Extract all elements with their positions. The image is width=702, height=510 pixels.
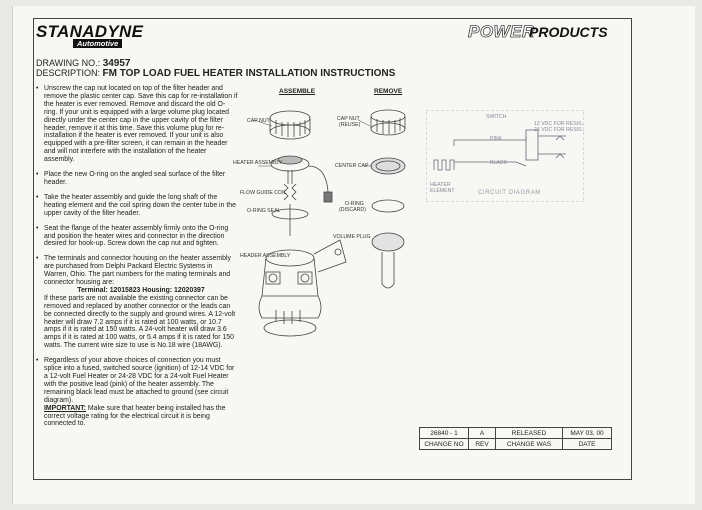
remove-heading: REMOVE xyxy=(374,88,403,95)
drawing-number-value: 34957 xyxy=(102,58,131,69)
change-no-value: 26840 - 1 xyxy=(419,427,469,439)
circuit-black-label: BLACK xyxy=(490,160,508,166)
rev-header: REV xyxy=(468,438,496,450)
cap-nut-reuse-part xyxy=(370,109,406,136)
drawing-number: DRAWING NO.: 34957 xyxy=(36,58,131,69)
power-logo: POWER xyxy=(468,22,535,42)
circuit-12v-label: 12 VDC FOR RESIS.. xyxy=(534,121,585,127)
products-logo: PRODUCTS xyxy=(529,24,608,40)
heater-assembly-part xyxy=(270,155,333,236)
brand-subtitle: Automotive xyxy=(73,39,123,48)
date-header: DATE xyxy=(562,438,612,450)
volume-plug-part xyxy=(371,232,405,289)
power-text: Regardless of your above choices of conn… xyxy=(44,357,235,404)
rev-value: A xyxy=(468,427,496,439)
cap-nut-part xyxy=(269,110,311,140)
instruction-item: Unscrew the cap nut located on top of th… xyxy=(36,85,238,164)
instruction-list: Unscrew the cap nut located on top of th… xyxy=(36,85,238,435)
document-description: DESCRIPTION: FM TOP LOAD FUEL HEATER INS… xyxy=(36,68,395,79)
circuit-diagram xyxy=(426,110,584,202)
circuit-heater-element-label: HEATER ELEMENT xyxy=(430,182,455,194)
change-no-header: CHANGE NO xyxy=(419,438,469,450)
label-discard: (DISCARD) xyxy=(339,207,366,213)
part-numbers: Terminal: 12015823 Housing: 12020397 xyxy=(77,286,205,294)
date-value: MAY 03, 00 xyxy=(562,427,612,439)
label-header-assembly: HEADER ASSEMBLY xyxy=(240,253,291,259)
brand-logo: STANADYNE xyxy=(36,22,144,41)
label-flow-guide-coil: FLOW GUIDE COIL xyxy=(240,190,287,196)
o-ring-part xyxy=(371,199,405,213)
label-reuse: (REUSE) xyxy=(339,122,361,128)
label-heater-assembly: HEATER ASSEMBLY xyxy=(233,160,283,166)
circuit-title: CIRCUIT DIAGRAM xyxy=(478,190,541,196)
revision-values-row: 26840 - 1 A RELEASED MAY 03, 00 xyxy=(419,427,612,439)
change-was-value: RELEASED xyxy=(495,427,563,439)
terminal-body: If these parts are not available the exi… xyxy=(44,294,236,350)
header-assembly-part xyxy=(258,239,347,337)
terminal-intro: The terminals and connector housing on t… xyxy=(44,255,231,287)
revision-header-row: CHANGE NO REV CHANGE WAS DATE xyxy=(419,438,612,450)
drawing-frame xyxy=(33,18,632,480)
center-cap-part xyxy=(370,157,406,175)
label-cap-nut-reuse: CAP NUT xyxy=(337,116,360,122)
important-text: Make sure that heater being installed ha… xyxy=(44,404,226,428)
circuit-24v-label: 24 VDC FOR RESIS.. xyxy=(534,127,585,133)
label-volume-plug: VOLUME PLUG xyxy=(333,234,371,240)
instruction-item-power: Regardless of your above choices of conn… xyxy=(36,357,238,428)
label-center-cap: CENTER CAP xyxy=(335,163,369,169)
label-cap-nut: CAP NUT xyxy=(247,118,270,124)
assemble-heading: ASSEMBLE xyxy=(279,88,316,95)
circuit-pink-label: PINK xyxy=(490,136,503,142)
important-label: IMPORTANT: xyxy=(44,404,86,412)
circuit-switch-label: SWITCH xyxy=(486,114,507,120)
instruction-item: Seat the flange of the heater assembly f… xyxy=(36,225,238,249)
change-was-header: CHANGE WAS xyxy=(495,438,563,450)
instruction-item: Take the heater assembly and guide the l… xyxy=(36,194,238,218)
label-o-ring: O-RING xyxy=(345,201,364,207)
drawing-number-label: DRAWING NO.: xyxy=(36,58,101,68)
instruction-item-terminals: The terminals and connector housing on t… xyxy=(36,255,238,350)
description-value: FM TOP LOAD FUEL HEATER INSTALLATION INS… xyxy=(102,68,396,79)
exploded-parts-diagram xyxy=(253,109,406,337)
description-label: DESCRIPTION: xyxy=(36,68,101,78)
label-o-ring-seal: O-RING SEAL xyxy=(247,208,281,214)
revision-table: 26840 - 1 A RELEASED MAY 03, 00 CHANGE N… xyxy=(419,427,612,450)
instruction-item: Place the new O-ring on the angled seal … xyxy=(36,171,238,187)
